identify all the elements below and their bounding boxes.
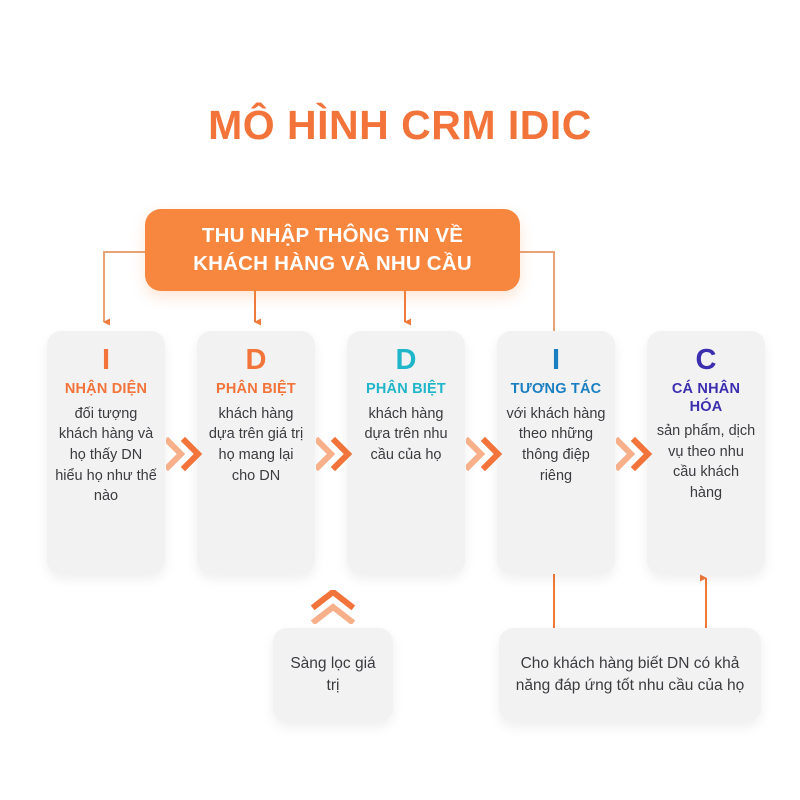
stage-heading: TƯƠNG TÁC [510, 381, 602, 398]
stage-letter: I [101, 344, 111, 376]
stage-body: khách hàng dựa trên nhu cầu của họ [364, 405, 448, 463]
stage-heading: CÁ NHÂN HÓA [671, 381, 741, 415]
stage-heading: PHÂN BIỆT [216, 381, 296, 398]
stage-letter: I [551, 344, 561, 376]
stage-card-interact[interactable]: I TƯƠNG TÁC với khách hàng theo những th… [497, 331, 615, 574]
note-card-label: Sàng lọc giá trị [290, 654, 376, 694]
connector-banner-to-card-4 [520, 251, 555, 331]
stage-heading: NHẬN DIỆN [64, 381, 148, 398]
stage-card-identify[interactable]: I NHẬN DIỆN đối tượng khách hàng và họ t… [47, 331, 165, 574]
double-chevron-right-icon [466, 437, 503, 471]
stage-letter: C [695, 344, 717, 376]
double-chevron-right-icon [616, 437, 653, 471]
stage-letter: D [395, 344, 417, 376]
stage-letter: D [245, 344, 267, 376]
double-chevron-right-icon [316, 437, 353, 471]
double-chevron-right-icon [166, 437, 203, 471]
stage-card-customize[interactable]: C CÁ NHÂN HÓA sản phẩm, dịch vụ theo nhu… [647, 331, 765, 574]
stage-card-differentiate-need[interactable]: D PHÂN BIỆT khách hàng dựa trên nhu cầu … [347, 331, 465, 574]
stage-heading: PHÂN BIỆT [366, 381, 446, 398]
double-chevron-up-icon [310, 590, 356, 624]
note-card-label: Cho khách hàng biết DN có khả năng đáp ứ… [515, 654, 745, 694]
header-banner-line-2: KHÁCH HÀNG VÀ NHU CẦU [193, 252, 472, 275]
note-card-capability-message[interactable]: Cho khách hàng biết DN có khả năng đáp ứ… [499, 628, 761, 722]
page-title: MÔ HÌNH CRM IDIC [208, 102, 592, 148]
stage-body: khách hàng dựa trên giá trị họ mang lại … [208, 405, 304, 484]
note-card-value-filter[interactable]: Sàng lọc giá trị [273, 628, 393, 722]
header-banner-line-1: THU NHẬP THÔNG TIN VỀ [201, 224, 464, 248]
header-banner[interactable]: THU NHẬP THÔNG TIN VỀ KHÁCH HÀNG VÀ NHU … [145, 209, 520, 291]
connector-banner-to-card-1 [103, 251, 145, 326]
stage-body: đối tượng khách hàng và họ thấy DN hiểu … [55, 405, 157, 505]
stage-card-differentiate-value[interactable]: D PHÂN BIỆT khách hàng dựa trên giá trị … [197, 331, 315, 574]
stage-body: với khách hàng theo những thông điệp riê… [506, 405, 606, 484]
stage-body: sản phẩm, dịch vụ theo nhu cầu khách hàn… [656, 423, 756, 501]
header-banner-label: THU NHẬP THÔNG TIN VỀ KHÁCH HÀNG VÀ NHU … [193, 222, 472, 277]
